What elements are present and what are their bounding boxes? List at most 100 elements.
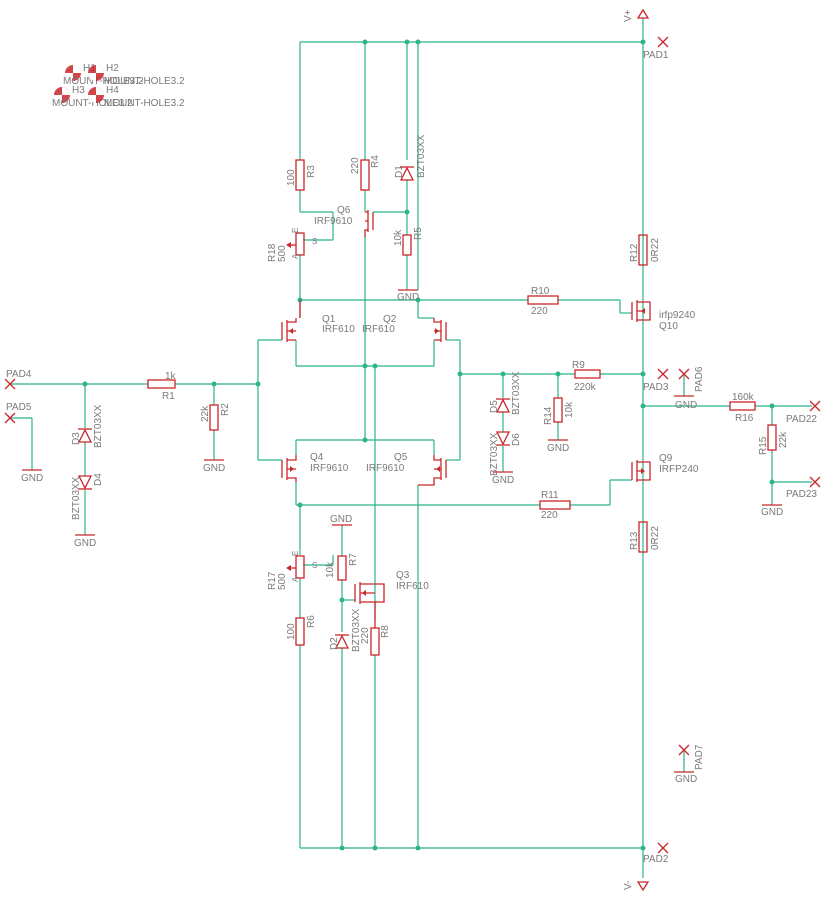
zener-d1: D1 BZT03XX <box>394 134 427 181</box>
potentiometer-r18: R18 500 E A S <box>267 228 317 262</box>
svg-text:160k: 160k <box>732 392 755 403</box>
svg-text:D4: D4 <box>93 473 104 486</box>
resistor-r14: R14 10k <box>543 397 575 425</box>
resistor-r5: 10k R5 <box>393 227 424 256</box>
svg-text:Q10: Q10 <box>659 321 678 332</box>
gnd-d4: GND <box>74 534 96 549</box>
svg-text:irfp9240: irfp9240 <box>659 310 696 321</box>
resistor-r16: 160k R16 <box>729 392 756 424</box>
svg-text:BZT03XX: BZT03XX <box>511 371 522 415</box>
pad7: PAD7 <box>678 744 705 770</box>
mosfet-q5: Q5 IRF9610 <box>366 452 447 486</box>
resistor-r13: R13 0R22 <box>629 521 661 553</box>
svg-text:D5: D5 <box>489 400 500 413</box>
gnd-pad5: GND <box>21 469 43 484</box>
h1-value: MOUNT-HOLE3.2 <box>63 76 144 87</box>
svg-text:PAD3: PAD3 <box>643 382 669 393</box>
svg-text:GND: GND <box>21 473 43 484</box>
svg-text:E: E <box>291 551 300 556</box>
zener-d6: BZT03XX D6 <box>489 431 522 476</box>
svg-text:BZT03XX: BZT03XX <box>351 608 362 652</box>
svg-text:Q1: Q1 <box>322 314 336 325</box>
svg-text:D1: D1 <box>394 165 405 178</box>
gnd-r15: GND <box>761 504 783 518</box>
svg-text:R17: R17 <box>267 571 278 590</box>
svg-text:PAD1: PAD1 <box>643 50 669 61</box>
svg-text:10k: 10k <box>564 401 575 418</box>
h2-name: H2 <box>106 63 119 74</box>
svg-text:GND: GND <box>492 475 514 486</box>
svg-text:220: 220 <box>350 157 361 174</box>
svg-text:Q9: Q9 <box>659 453 673 464</box>
svg-text:R13: R13 <box>629 531 640 550</box>
junctions <box>82 39 775 851</box>
svg-text:R4: R4 <box>370 155 381 168</box>
svg-text:R18: R18 <box>267 243 278 262</box>
svg-text:D2: D2 <box>329 637 340 650</box>
pad2: PAD2 <box>643 842 669 865</box>
zener-d2: D2 BZT03XX <box>329 608 362 652</box>
svg-text:R6: R6 <box>306 615 317 628</box>
svg-text:V-: V- <box>623 881 634 890</box>
svg-text:E: E <box>291 228 300 233</box>
svg-text:R16: R16 <box>735 413 754 424</box>
svg-text:BZT03XX: BZT03XX <box>416 134 427 178</box>
svg-text:GND: GND <box>203 463 225 474</box>
svg-text:IRF9610: IRF9610 <box>366 463 405 474</box>
svg-text:100: 100 <box>286 623 297 640</box>
pad23: PAD23 <box>786 476 821 500</box>
svg-text:Q3: Q3 <box>396 570 410 581</box>
mosfet-q1: Q1 IRF610 <box>281 300 355 342</box>
svg-text:R3: R3 <box>306 165 317 178</box>
svg-text:GND: GND <box>330 514 352 525</box>
svg-text:22k: 22k <box>778 431 789 448</box>
svg-text:220: 220 <box>531 306 548 317</box>
svg-text:R15: R15 <box>758 436 769 455</box>
svg-text:220k: 220k <box>574 382 597 393</box>
svg-text:GND: GND <box>74 538 96 549</box>
svg-text:IRF610: IRF610 <box>322 324 355 335</box>
h4-value: MOUNT-HOLE3.2 <box>104 98 185 109</box>
resistor-r2: 22k R2 <box>200 403 231 431</box>
potentiometer-r17: R17 500 E A S <box>267 551 317 590</box>
mount-hole-h4: H4 MOUNT-HOLE3.2 <box>88 85 185 109</box>
gnd-pad6: GND <box>674 395 697 411</box>
mount-hole-h3: H3 MOUNT-HOLE3.2 <box>52 85 133 109</box>
svg-text:BZT03XX: BZT03XX <box>489 432 500 476</box>
svg-text:Q2: Q2 <box>383 314 397 325</box>
h4-name: H4 <box>106 85 119 96</box>
svg-text:22k: 22k <box>200 405 211 422</box>
svg-text:IRF9610: IRF9610 <box>310 463 349 474</box>
mosfet-q4: Q4 IRF9610 <box>281 452 349 482</box>
svg-text:500: 500 <box>277 245 288 262</box>
gnd-r2: GND <box>203 459 225 474</box>
pad5: PAD5 <box>4 402 32 424</box>
svg-text:S: S <box>312 561 317 570</box>
resistor-r6: 100 R6 <box>286 615 317 646</box>
svg-text:D3: D3 <box>71 432 82 445</box>
svg-text:PAD2: PAD2 <box>643 854 669 865</box>
gnd-pad7: GND <box>674 771 697 785</box>
zener-d3: D3 BZT03XX <box>71 404 104 448</box>
gnd-r5: GND <box>397 289 419 303</box>
svg-text:BZT03XX: BZT03XX <box>71 476 82 520</box>
svg-text:500: 500 <box>277 573 288 590</box>
svg-text:GND: GND <box>397 292 419 303</box>
svg-text:R2: R2 <box>220 403 231 416</box>
svg-text:220: 220 <box>541 510 558 521</box>
svg-text:A: A <box>291 253 300 259</box>
svg-text:Q6: Q6 <box>337 205 351 216</box>
resistor-r8: 220 R8 <box>360 625 391 656</box>
gnd-r14: GND <box>547 439 569 454</box>
svg-text:GND: GND <box>675 400 697 411</box>
svg-text:R1: R1 <box>162 391 175 402</box>
svg-text:R5: R5 <box>413 227 424 240</box>
svg-text:PAD23: PAD23 <box>786 489 817 500</box>
svg-text:PAD22: PAD22 <box>786 414 817 425</box>
resistor-r7: 10k R7 <box>325 553 359 581</box>
svg-text:D6: D6 <box>511 433 522 446</box>
zener-d5: D5 BZT03XX <box>489 371 522 415</box>
svg-text:R14: R14 <box>543 406 554 425</box>
resistors: 1k R1 22k R2 100 R3 220 R4 10k R5 100 R6… <box>147 155 789 656</box>
resistor-r12: R12 0R22 <box>629 234 661 266</box>
